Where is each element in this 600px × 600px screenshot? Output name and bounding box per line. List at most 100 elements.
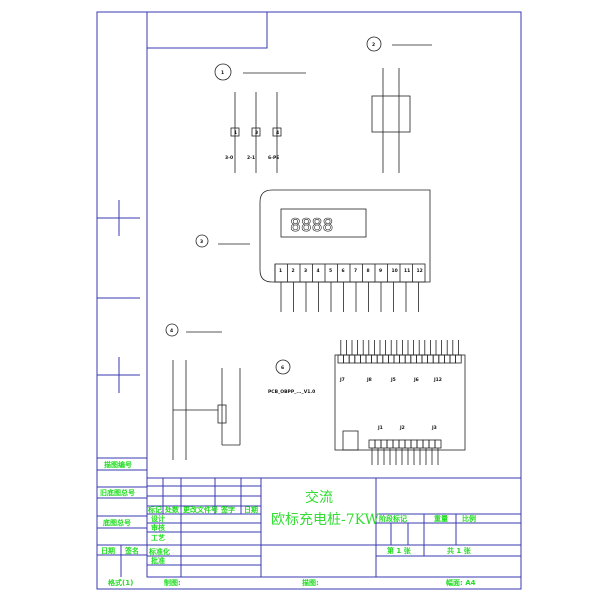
header-pin bbox=[434, 439, 442, 449]
header-pin bbox=[365, 354, 372, 364]
header-pin bbox=[422, 439, 430, 449]
terminal-label: 11 bbox=[404, 268, 410, 274]
terminal-label: 9 bbox=[379, 268, 382, 274]
header-date: 日期 bbox=[244, 505, 258, 514]
header-pin bbox=[404, 439, 412, 449]
drawn-label: 制图: bbox=[164, 578, 181, 587]
header-stage: 阶段标记 bbox=[379, 514, 407, 523]
header-pin bbox=[398, 439, 406, 449]
svg-text:2: 2 bbox=[372, 42, 375, 48]
side-block bbox=[97, 457, 147, 577]
header-pin bbox=[443, 354, 451, 364]
header-pin bbox=[348, 354, 356, 364]
svg-text:2-1: 2-1 bbox=[247, 155, 255, 161]
terminal-label: 10 bbox=[392, 268, 398, 274]
title-line2: 欧标充电桩-7KW bbox=[271, 511, 380, 528]
registration-marks bbox=[97, 200, 140, 393]
svg-text:1: 1 bbox=[221, 70, 224, 76]
label-trace-no: 描图编号 bbox=[104, 460, 132, 469]
header-pin bbox=[386, 439, 394, 449]
header-pin bbox=[359, 354, 367, 364]
svg-text:4: 4 bbox=[276, 130, 279, 136]
svg-text:J8: J8 bbox=[366, 377, 372, 383]
header-pin bbox=[421, 354, 428, 364]
terminal-label: 7 bbox=[354, 268, 357, 274]
header-pin bbox=[449, 354, 456, 364]
terminal-label: 4 bbox=[317, 268, 320, 274]
svg-text:J6: J6 bbox=[413, 377, 419, 383]
header-pin bbox=[428, 439, 436, 449]
role-design: 设计 bbox=[151, 514, 165, 523]
corner-box bbox=[146, 11, 268, 49]
label-date: 日期 bbox=[101, 546, 115, 555]
svg-text:J2: J2 bbox=[399, 425, 405, 431]
role-standard: 标准化 bbox=[148, 547, 170, 556]
svg-text:J5: J5 bbox=[390, 377, 396, 383]
label-sign: 签名 bbox=[124, 546, 139, 555]
role-approve: 批准 bbox=[151, 556, 165, 565]
terminal-label: 6 bbox=[342, 268, 345, 274]
terminal-label: 5 bbox=[329, 268, 332, 274]
svg-text:6-PE: 6-PE bbox=[268, 155, 279, 161]
svg-text:3: 3 bbox=[200, 239, 203, 245]
header-pin bbox=[410, 439, 418, 449]
header-pin bbox=[427, 354, 434, 364]
terminal-label: 1 bbox=[279, 268, 282, 274]
header-pin bbox=[404, 354, 412, 364]
header-pin bbox=[337, 354, 344, 364]
terminal-label: 8 bbox=[367, 268, 370, 274]
svg-text:4: 4 bbox=[170, 328, 173, 334]
header-change-doc: 更改文件号 bbox=[183, 505, 218, 514]
header-mark: 标记 bbox=[147, 505, 162, 514]
header-pin bbox=[455, 354, 462, 364]
header-pin bbox=[432, 354, 440, 364]
module-4-contactor: 4 bbox=[165, 323, 241, 460]
module-6-control-board: 6 PCB_OBPP_..._V1.0 J7 J8 J5 J6 J12 J1 J… bbox=[268, 340, 466, 465]
size-label: 幅面: A4 bbox=[446, 578, 476, 587]
svg-text:1: 1 bbox=[234, 130, 237, 136]
header-pin bbox=[374, 439, 382, 449]
header-pin bbox=[371, 354, 378, 364]
header-pin bbox=[416, 439, 424, 449]
role-review: 审核 bbox=[151, 523, 165, 532]
format-label: 格式(1) bbox=[108, 578, 133, 587]
header-pin bbox=[380, 439, 388, 449]
header-pin bbox=[393, 354, 400, 364]
traced-label: 描图: bbox=[302, 578, 319, 587]
svg-text:3: 3 bbox=[255, 130, 258, 136]
meter-display: 8888 bbox=[290, 215, 333, 236]
module-1-terminals: 1 1 3 4 3-0 2-1 6-PE bbox=[214, 63, 306, 173]
header-pin bbox=[376, 354, 384, 364]
svg-text:J3: J3 bbox=[431, 425, 437, 431]
svg-text:6: 6 bbox=[281, 365, 284, 371]
title-block-grid bbox=[147, 477, 521, 577]
header-pin bbox=[438, 354, 445, 364]
terminal-label: 12 bbox=[417, 268, 423, 274]
header-pin bbox=[354, 354, 361, 364]
terminal-label: 3 bbox=[304, 268, 307, 274]
svg-text:J1: J1 bbox=[377, 425, 383, 431]
header-weight: 重量 bbox=[434, 514, 448, 523]
header-count: 处数 bbox=[164, 505, 180, 514]
terminal-label: 2 bbox=[292, 268, 295, 274]
header-pin bbox=[368, 439, 376, 449]
svg-text:3-0: 3-0 bbox=[225, 155, 233, 161]
label-old-base: 旧底图总号 bbox=[100, 488, 135, 497]
header-pin bbox=[392, 439, 400, 449]
svg-text:PCB_OBPP_..._V1.0: PCB_OBPP_..._V1.0 bbox=[268, 389, 315, 395]
header-pin bbox=[415, 354, 423, 364]
header-pin bbox=[343, 354, 350, 364]
label-base: 底图总号 bbox=[103, 518, 131, 527]
header-scale: 比例 bbox=[462, 514, 476, 523]
header-pin bbox=[410, 354, 417, 364]
title-line1: 交流 bbox=[305, 489, 333, 506]
module-2-breaker: 2 bbox=[366, 36, 432, 173]
svg-text:J12: J12 bbox=[433, 377, 442, 383]
role-process: 工艺 bbox=[151, 533, 165, 542]
sheet-number: 第 1 张 bbox=[387, 546, 412, 555]
svg-text:J7: J7 bbox=[339, 377, 345, 383]
header-pin bbox=[382, 354, 389, 364]
sheet-total: 共 1 张 bbox=[447, 546, 472, 555]
